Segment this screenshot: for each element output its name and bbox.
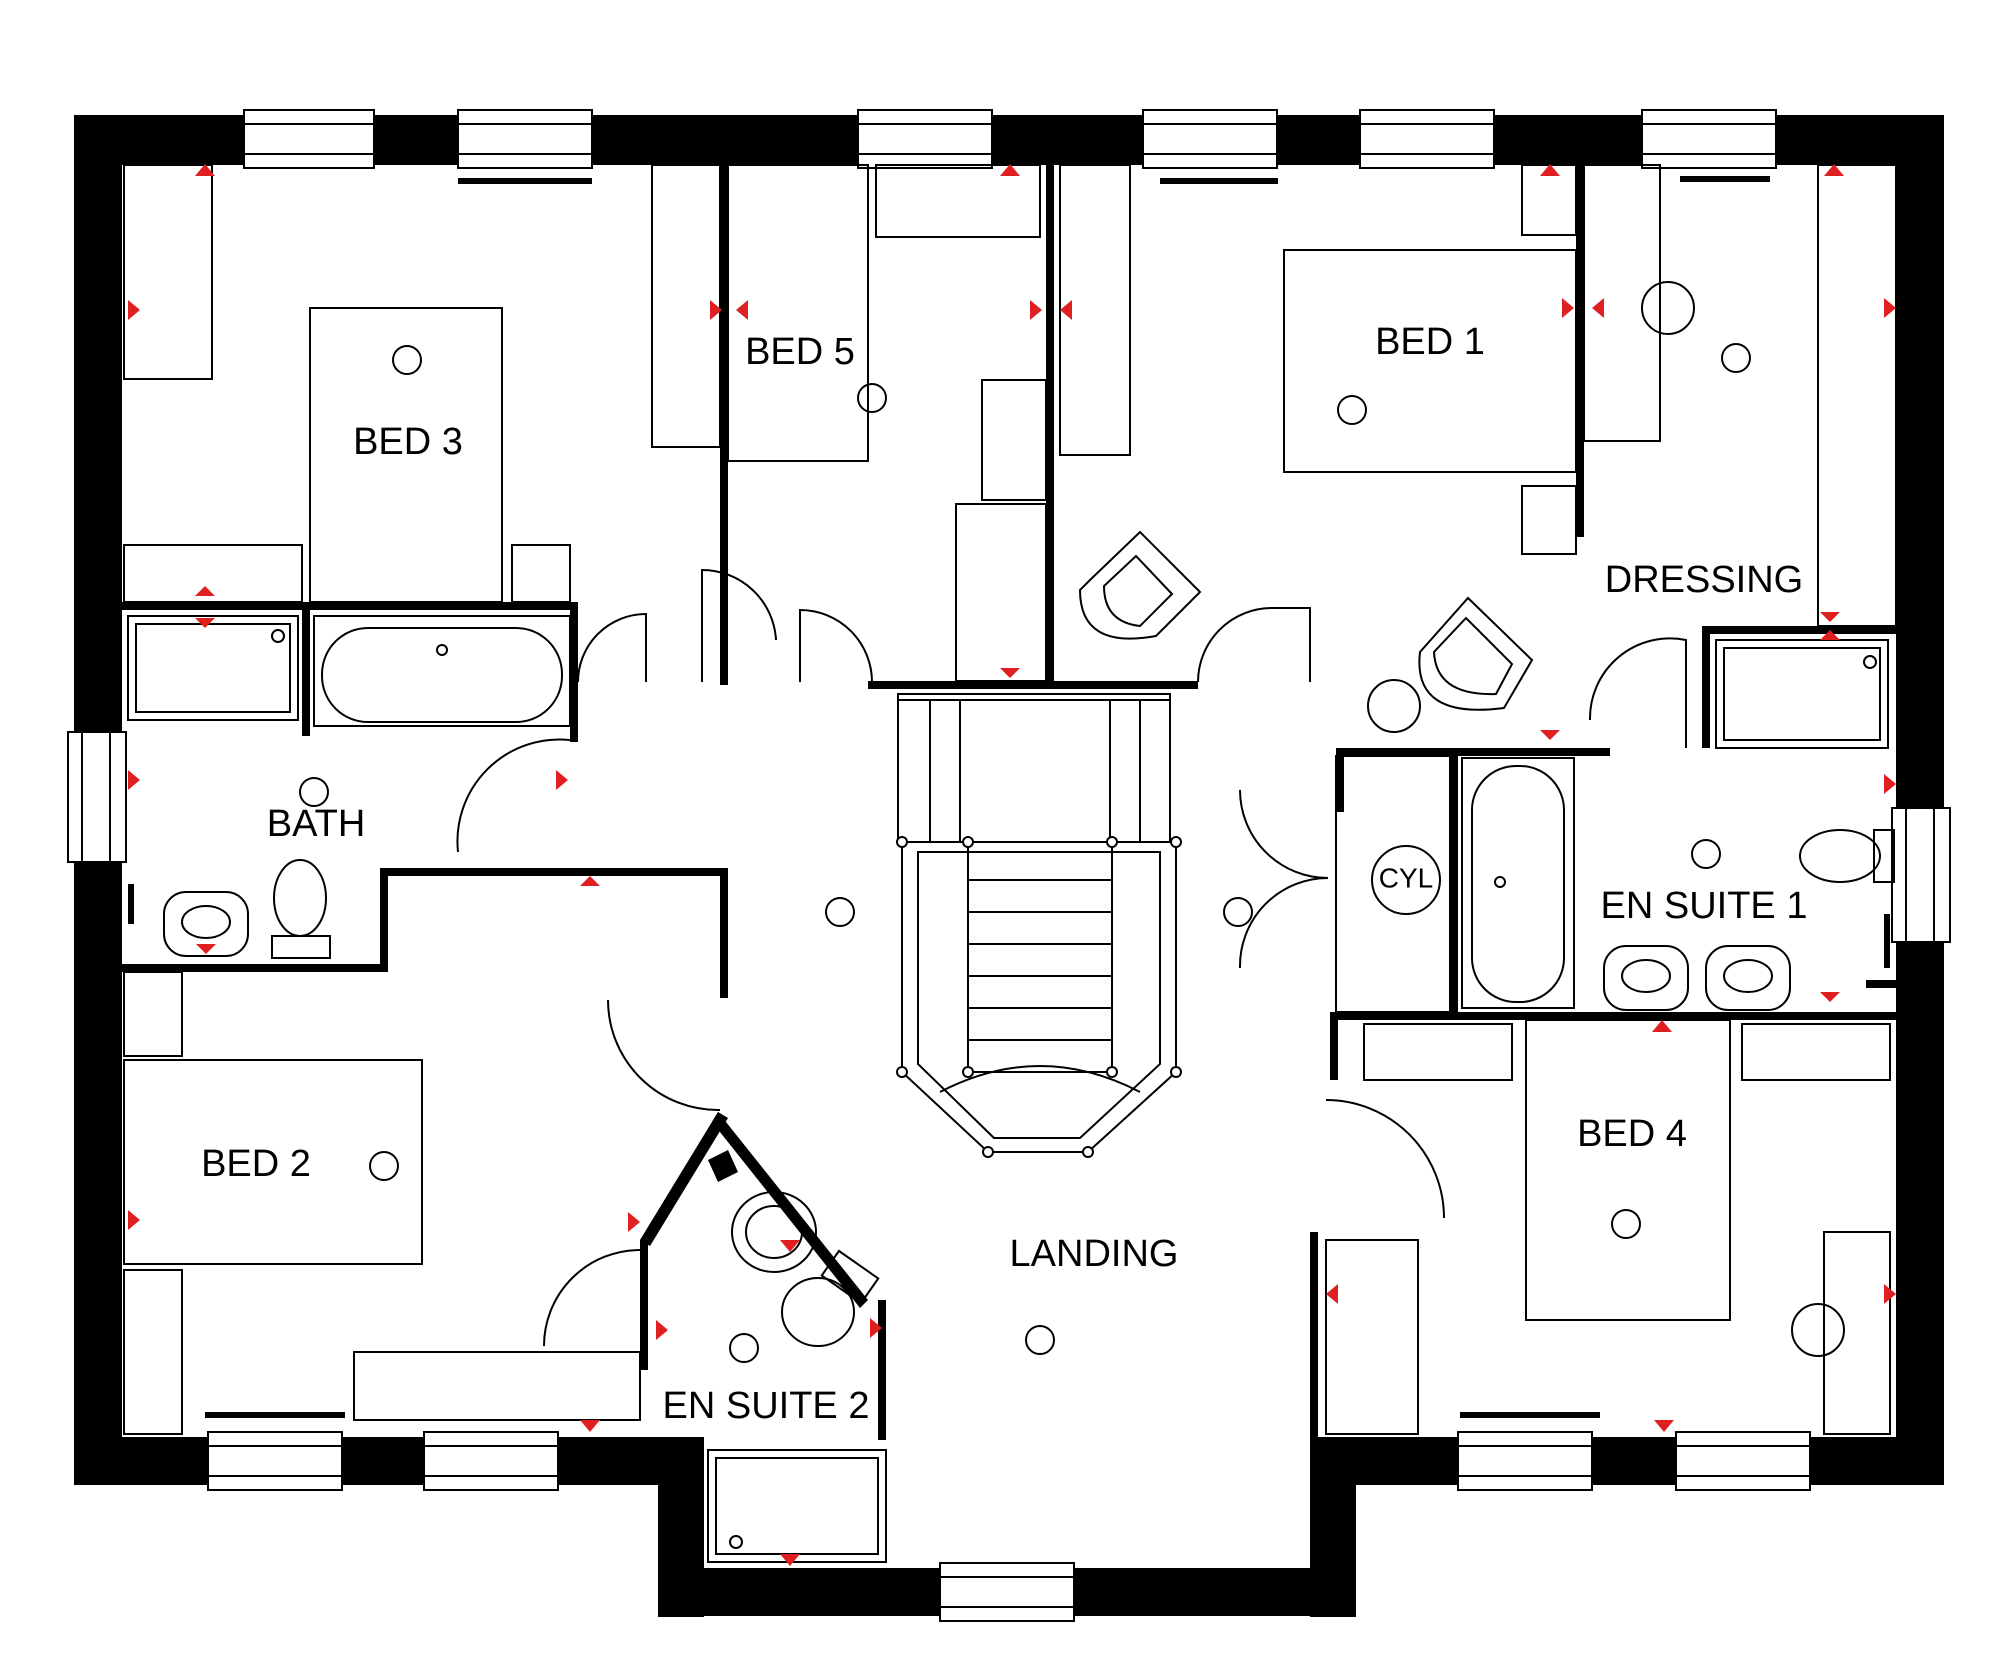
- door-bed5-b: [799, 608, 873, 683]
- basin-bath: [163, 891, 249, 957]
- bathtub-bath: [127, 615, 299, 721]
- bed-3: [309, 307, 503, 603]
- room-label-bed5: BED 5: [745, 331, 855, 373]
- window-bed1-b: [1359, 109, 1495, 169]
- toilet-bath: [271, 935, 331, 959]
- room-label-cyl: CYL: [1379, 862, 1433, 893]
- window-bed5: [857, 109, 993, 169]
- room-label-bed3: BED 3: [353, 421, 463, 463]
- toilet-en-suite-2: [781, 1277, 855, 1347]
- staircase: [896, 693, 1182, 1158]
- window-bed4-b: [1675, 1431, 1811, 1491]
- door-bed4: [1325, 1099, 1445, 1219]
- door-en-suite-2: [543, 1249, 641, 1347]
- door-bed3: [577, 612, 647, 683]
- door-cyl-a: [1239, 789, 1329, 879]
- bed-4: [1525, 1019, 1731, 1321]
- door-bed1: [1197, 607, 1311, 683]
- basin-en-suite-2: [731, 1191, 817, 1273]
- room-label-bed2: BED 2: [201, 1143, 311, 1185]
- door-bath: [456, 738, 571, 853]
- window-landing: [939, 1562, 1075, 1622]
- window-bed4-a: [1457, 1431, 1593, 1491]
- bed-1: [1283, 249, 1577, 473]
- window-bed3-b: [457, 109, 593, 169]
- bed-2: [123, 1059, 423, 1265]
- toilet-en-suite-1: [1799, 829, 1881, 883]
- window-en-suite-1: [1891, 807, 1951, 943]
- door-bed2: [607, 999, 721, 1112]
- room-label-landing: LANDING: [1010, 1233, 1179, 1275]
- door-dressing-en-suite: [1588, 637, 1687, 748]
- shower-en-suite-2: [707, 1449, 887, 1563]
- room-label-bath: BATH: [267, 803, 366, 845]
- doors: [456, 568, 1687, 1347]
- room-label-bed4: BED 4: [1577, 1113, 1687, 1155]
- window-bed2-a: [207, 1431, 343, 1491]
- room-label-bed1: BED 1: [1375, 321, 1485, 363]
- windows: [67, 109, 1951, 1622]
- room-label-dressing: DRESSING: [1605, 559, 1803, 601]
- electrical-markers: [128, 164, 1896, 1566]
- room-label-en-suite-2: EN SUITE 2: [663, 1385, 870, 1427]
- window-bath: [67, 731, 127, 863]
- furniture: [123, 164, 1897, 1563]
- bathtub-en-suite-1: [1461, 757, 1575, 1009]
- window-bed2-b: [423, 1431, 559, 1491]
- room-labels: BED 3 BED 5 BED 1 DRESSING BATH CYL EN S…: [201, 321, 1807, 1427]
- hot-water-cylinder: [1371, 845, 1441, 915]
- door-bed5-a: [701, 568, 777, 682]
- door-cyl-b: [1238, 877, 1329, 969]
- window-bed3-a: [243, 109, 375, 169]
- window-dressing: [1641, 109, 1777, 169]
- window-bed1-a: [1142, 109, 1278, 169]
- room-label-en-suite-1: EN SUITE 1: [1601, 885, 1808, 927]
